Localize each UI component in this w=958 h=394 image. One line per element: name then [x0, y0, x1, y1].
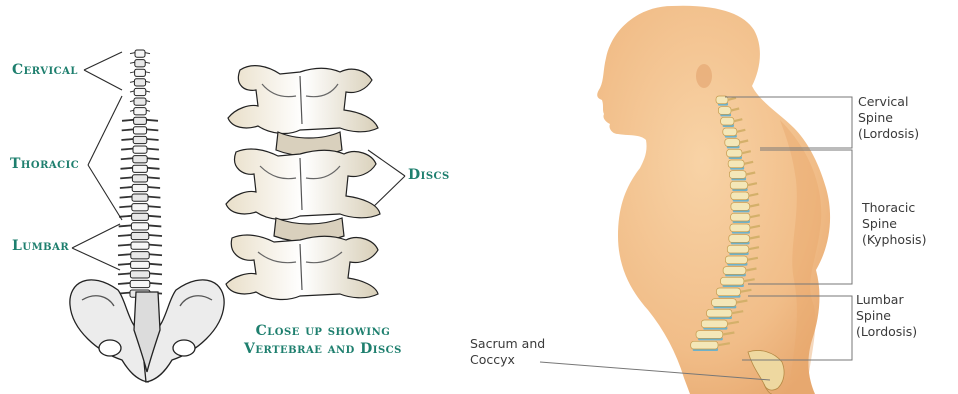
vertebra: [133, 156, 147, 163]
body-vertebra: [730, 224, 750, 232]
vertebra: [131, 252, 149, 259]
body-vertebra: [730, 181, 747, 189]
vertebra: [134, 79, 145, 86]
vertebra: [132, 213, 149, 220]
label-discs: Discs: [408, 167, 450, 183]
vertebra: [135, 69, 146, 76]
vertebra: [132, 184, 148, 191]
body-vertebra: [729, 235, 750, 243]
vertebra: [132, 204, 148, 211]
cervical-spine-line2: Spine: [858, 110, 919, 126]
body-vertebra: [723, 128, 737, 136]
label-lumbar-spine: Lumbar Spine (Lordosis): [856, 292, 917, 340]
thoracic-spine-line1: Thoracic: [862, 200, 926, 216]
body-vertebra: [718, 107, 731, 115]
closeup-caption: Close up showing Vertebrae and Discs: [244, 322, 402, 358]
body-vertebra: [731, 192, 749, 200]
body-vertebra: [716, 288, 740, 296]
vertebra: [134, 88, 146, 95]
lumbar-spine-line2: Spine: [856, 308, 917, 324]
label-cervical-spine: Cervical Spine (Lordosis): [858, 94, 919, 142]
cervical-spine-line1: Cervical: [858, 94, 919, 110]
sacrum-coccyx-line2: Coccyx: [470, 352, 545, 368]
body-vertebra: [727, 245, 748, 253]
body-vertebra: [721, 277, 744, 285]
vertebra: [134, 117, 147, 124]
body-vertebra: [691, 341, 718, 349]
vertebrae-closeup: [226, 66, 380, 300]
cervical-spine-line3: (Lordosis): [858, 126, 919, 142]
body-vertebra: [696, 331, 723, 339]
body-vertebra: [728, 160, 744, 168]
vertebra: [133, 165, 148, 172]
lumbar-spine-line1: Lumbar: [856, 292, 917, 308]
body-vertebra: [731, 203, 750, 211]
body-vertebra: [725, 139, 740, 147]
body-vertebra: [729, 171, 746, 179]
body-vertebra: [731, 213, 750, 221]
body-vertebra: [721, 117, 734, 125]
body-vertebra: [707, 309, 732, 317]
skeletal-spine: [118, 50, 162, 297]
vertebra: [133, 136, 147, 143]
vertebra: [130, 271, 149, 278]
body-vertebra: [723, 267, 746, 275]
vertebra: [133, 127, 146, 134]
label-thoracic-spine: Thoracic Spine (Kyphosis): [862, 200, 926, 248]
label-lumbar: Lumbar: [12, 238, 69, 254]
vertebra: [135, 60, 145, 67]
vertebra: [132, 175, 147, 182]
thoracic-spine-line3: (Kyphosis): [862, 232, 926, 248]
pelvis: [70, 280, 224, 382]
vertebra: [131, 223, 148, 230]
body-vertebra: [727, 149, 742, 157]
vertebra: [133, 146, 147, 153]
thoracic-spine-line2: Spine: [862, 216, 926, 232]
vertebra: [130, 280, 150, 287]
vertebra: [131, 242, 149, 249]
sacrum-coccyx-line1: Sacrum and: [470, 336, 545, 352]
vertebra: [134, 108, 146, 115]
body-vertebra: [712, 299, 737, 307]
vertebra: [131, 232, 149, 239]
body-vertebra: [701, 320, 727, 328]
label-thoracic: Thoracic: [10, 156, 79, 172]
lumbar-spine-line3: (Lordosis): [856, 324, 917, 340]
vertebra: [135, 50, 145, 57]
label-sacrum-coccyx: Sacrum and Coccyx: [470, 336, 545, 368]
vertebra: [131, 261, 150, 268]
vertebra: [134, 98, 146, 105]
closeup-caption-line2: Vertebrae and Discs: [244, 340, 402, 358]
label-cervical: Cervical: [12, 62, 78, 78]
body-vertebra: [725, 256, 747, 264]
vertebra: [132, 194, 148, 201]
closeup-caption-line1: Close up showing: [244, 322, 402, 340]
